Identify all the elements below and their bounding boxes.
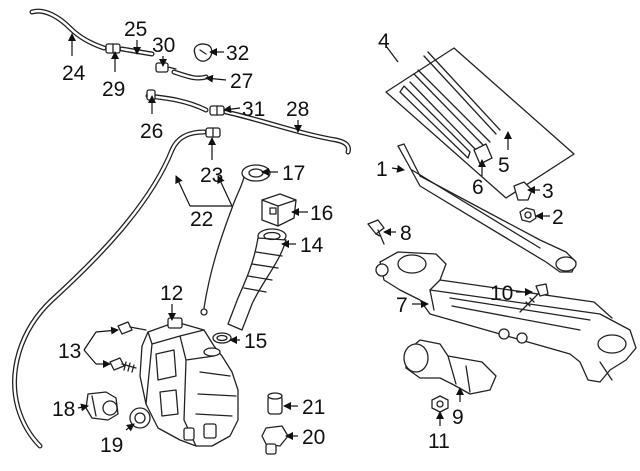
callout-21: 21 (302, 396, 325, 419)
callout-6: 6 (472, 176, 484, 199)
callout-32: 32 (226, 42, 249, 65)
wiper-blade-5 (423, 51, 501, 135)
callout-17: 17 (282, 162, 305, 185)
wiper-arm-1 (397, 143, 577, 273)
washer-hose-26 (145, 89, 209, 113)
bolt-13-lower (109, 357, 137, 373)
callout-11: 11 (428, 430, 450, 453)
callout-22: 22 (190, 208, 213, 231)
callout-3: 3 (542, 180, 554, 203)
bolt-13-upper (117, 321, 147, 335)
callout-1: 1 (376, 158, 388, 181)
callout-7: 7 (396, 294, 408, 317)
callout-13: 13 (58, 340, 81, 363)
callout-20: 20 (302, 426, 325, 449)
callout-10: 10 (490, 282, 513, 305)
callout-19: 19 (100, 434, 123, 457)
hose-connector-31 (209, 105, 225, 116)
callout-12: 12 (160, 282, 183, 305)
washer-nozzle-32 (193, 43, 213, 62)
callout-26: 26 (140, 120, 163, 143)
callout-14: 14 (300, 234, 324, 257)
washer-hose-27 (171, 69, 209, 81)
callout-16: 16 (310, 202, 333, 225)
callout-4: 4 (378, 30, 390, 53)
sensor-20 (261, 425, 289, 455)
nut-11 (431, 395, 449, 413)
nut-2 (519, 207, 537, 223)
washer-hose-22 (12, 129, 207, 449)
washer-hose-24 (29, 8, 107, 51)
hose-connector-29 (105, 43, 121, 54)
callout-31: 31 (242, 98, 265, 121)
leader-lines (68, 33, 550, 440)
wiper-motor-9 (403, 339, 497, 395)
callout-18: 18 (52, 398, 75, 421)
washer-reservoir-12 (139, 317, 239, 447)
callout-28: 28 (286, 98, 309, 121)
blade-adapter-6 (473, 143, 493, 165)
callout-23: 23 (200, 164, 223, 187)
callout-2: 2 (552, 206, 564, 229)
wiper-blade-4-main (399, 69, 491, 159)
callout-8: 8 (400, 222, 412, 245)
hose-connector-23 (205, 127, 221, 138)
callout-9: 9 (452, 406, 464, 429)
washer-hose-28 (223, 109, 351, 155)
bracket-16 (261, 193, 297, 227)
callout-24: 24 (62, 62, 86, 85)
callout-5: 5 (498, 154, 510, 177)
callout-30: 30 (152, 34, 175, 57)
tether-strap-17 (200, 207, 233, 316)
seal-ring-15 (212, 332, 232, 344)
filler-neck-14 (227, 228, 287, 331)
callout-27: 27 (230, 70, 253, 93)
level-sensor-21 (267, 392, 283, 415)
blade-group-box-4 (385, 47, 575, 199)
callout-15: 15 (244, 330, 267, 353)
callout-25: 25 (124, 18, 147, 41)
callout-29: 29 (102, 78, 125, 101)
bolt-8 (367, 219, 385, 245)
arm-cap-3 (513, 181, 533, 201)
washer-pump-18 (85, 391, 119, 421)
bolt-10 (519, 283, 549, 313)
grommet-19 (129, 407, 151, 429)
